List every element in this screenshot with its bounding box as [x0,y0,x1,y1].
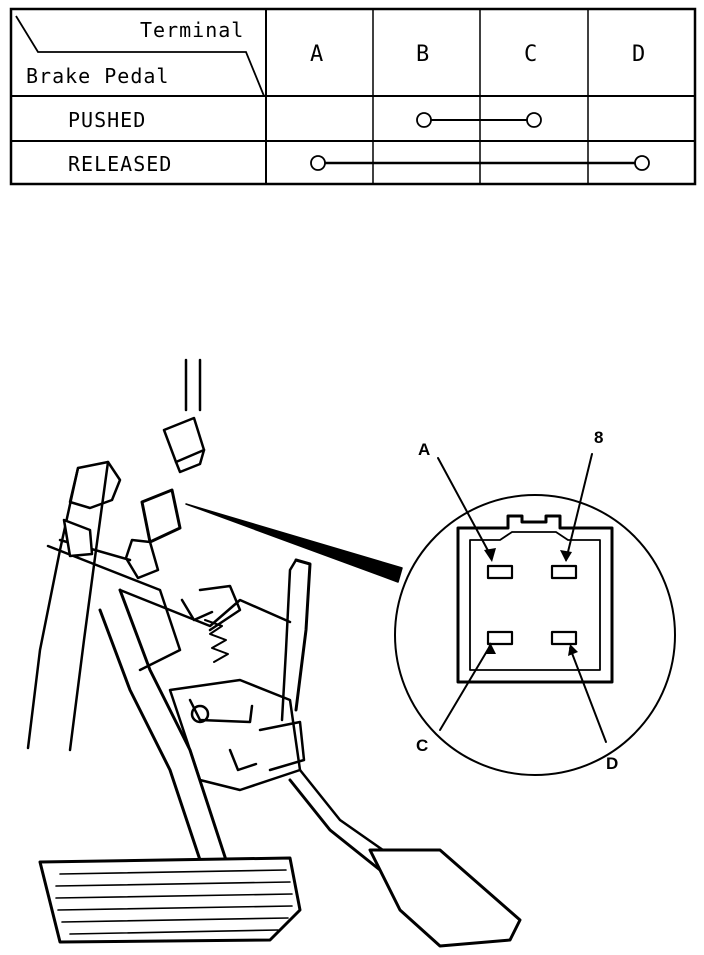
brake-switch [140,488,182,544]
row-label-released: RELEASED [68,152,173,176]
connector-magnifier [394,494,676,776]
row-label-pushed: PUSHED [68,108,147,132]
terminal-a-circle [310,155,326,171]
column-header-c: C [524,42,539,67]
continuity-table: Terminal Brake Pedal A B C D PUSHED RELE… [8,6,698,188]
table-grid [9,7,697,186]
pin-label-d: D [606,754,619,773]
pin-label-c: C [416,736,429,755]
wire-harness [184,358,202,412]
terminal-b-circle [416,112,432,128]
pin-label-b: 8 [594,428,604,447]
brake-pedal-diagram: A 8 C D [0,350,704,950]
column-header-b: B [416,42,431,67]
corner-label-brake-pedal: Brake Pedal [26,64,170,88]
terminal-d-circle [634,155,650,171]
corner-label-terminal: Terminal [140,18,245,42]
pin-label-a: A [418,440,431,459]
column-header-a: A [310,42,325,67]
pedal-illustration [26,358,676,948]
harness-connector [162,416,206,464]
callout-pointer [185,503,403,583]
terminal-c-circle [526,112,542,128]
switch-connector-face [456,514,614,684]
column-header-d: D [632,42,647,67]
